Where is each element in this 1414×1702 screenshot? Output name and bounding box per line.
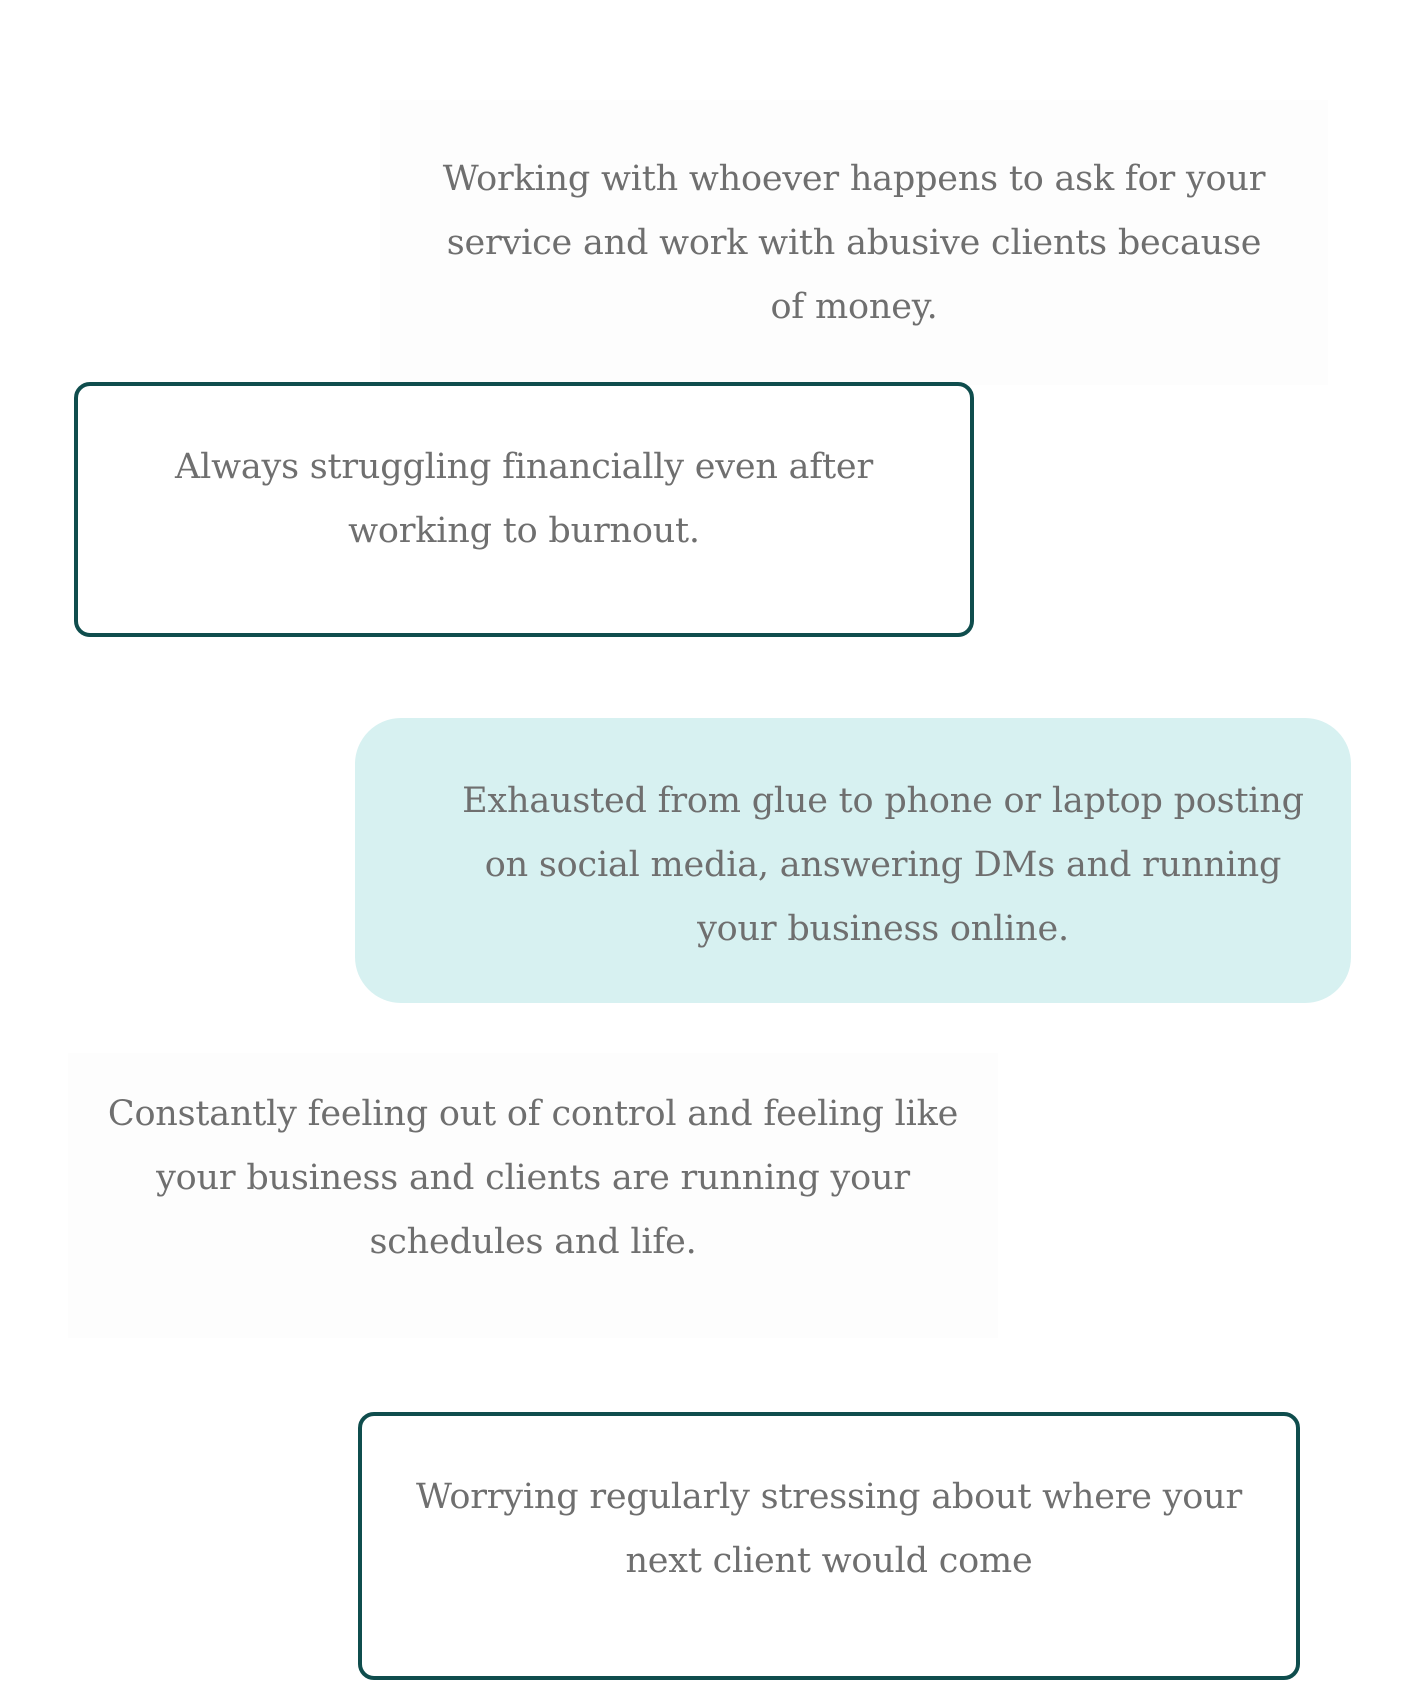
pain-point-text: Working with whoever happens to ask for … [442, 158, 1266, 327]
pain-point-card-social-media-exhaustion: Exhausted from glue to phone or laptop p… [355, 718, 1351, 1003]
pain-point-text: Worrying regularly stressing about where… [415, 1477, 1243, 1581]
pain-point-card-out-of-control: Constantly feeling out of control and fe… [68, 1053, 998, 1338]
pain-point-card-financial-struggle: Always struggling financially even after… [74, 382, 974, 637]
pain-point-text: Constantly feeling out of control and fe… [107, 1093, 959, 1262]
pain-point-text: Exhausted from glue to phone or laptop p… [462, 780, 1304, 949]
pain-point-text: Always struggling financially even after… [175, 446, 873, 551]
pain-point-card-abusive-clients: Working with whoever happens to ask for … [380, 100, 1328, 385]
pain-point-card-next-client-worry: Worrying regularly stressing about where… [358, 1412, 1300, 1680]
